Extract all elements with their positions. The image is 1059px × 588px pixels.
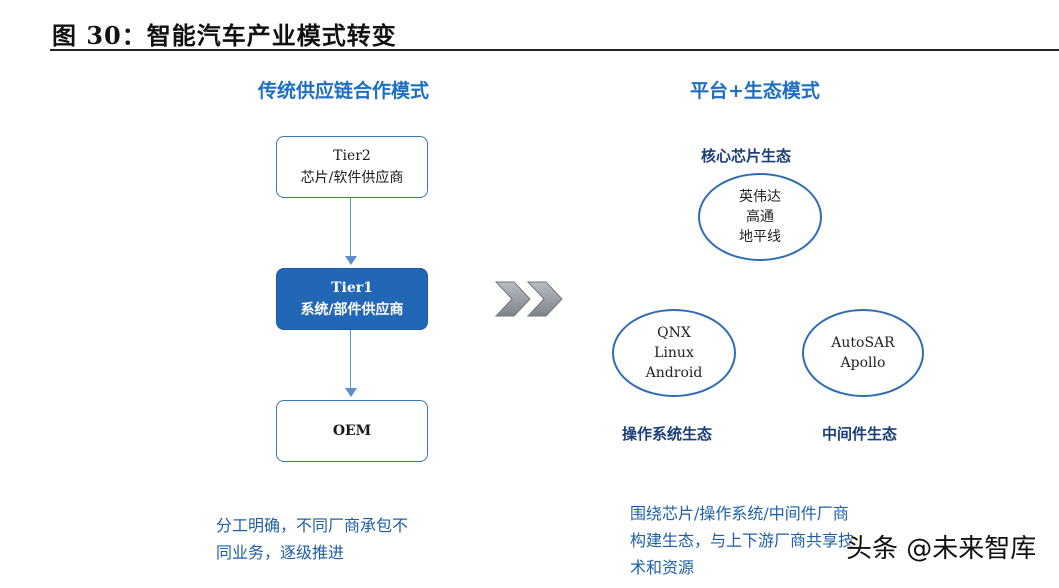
transition-chevrons-icon [494, 281, 563, 317]
platform-note-line: 构建生态，与上下游厂商共享技 [630, 531, 855, 550]
tier2-desc: 芯片/软件供应商 [300, 170, 404, 186]
traditional-model-note: 分工明确，不同厂商承包不 同业务，逐级推进 [216, 512, 408, 566]
os-ecosystem-label: 操作系统生态 [622, 425, 713, 443]
watermark-name: 未来智库 [932, 534, 1037, 564]
watermark: 头条 @未来智库 [846, 528, 1036, 565]
platform-note-line: 术和资源 [630, 558, 695, 577]
chip-vendor: 英伟达 [739, 189, 781, 205]
middleware-ecosystem-label: 中间件生态 [822, 425, 898, 443]
os-vendor: QNX [657, 325, 691, 341]
chip-vendor: 高通 [746, 209, 774, 225]
tier2-box: Tier2 芯片/软件供应商 [276, 136, 428, 198]
arrow-down-icon [345, 388, 357, 397]
tier1-desc: 系统/部件供应商 [300, 302, 404, 318]
middleware-ecosystem-ellipse: AutoSAR Apollo [802, 309, 924, 397]
tier1-name: Tier1 [331, 280, 373, 296]
tier2-name: Tier2 [333, 148, 371, 164]
tier1-box: Tier1 系统/部件供应商 [276, 268, 428, 330]
chip-vendor: 地平线 [739, 229, 781, 245]
connector-tier1-oem [350, 330, 351, 388]
os-vendor: Linux [654, 345, 694, 361]
platform-note-line: 围绕芯片/操作系统/中间件厂商 [630, 504, 849, 523]
chip-ecosystem-label: 核心芯片生态 [701, 147, 792, 165]
chip-ecosystem-ellipse: 英伟达 高通 地平线 [698, 173, 822, 261]
chevron-right-icon [526, 281, 563, 317]
traditional-note-line: 分工明确，不同厂商承包不 [216, 516, 409, 535]
title-divider [50, 49, 1059, 51]
traditional-model-title: 传统供应链合作模式 [258, 80, 430, 102]
figure-title: 图 30：智能汽车产业模式转变 [52, 21, 397, 50]
os-vendor: Android [645, 365, 703, 381]
watermark-prefix: 头条 @ [846, 534, 933, 564]
chevron-right-icon [494, 281, 531, 317]
platform-model-note: 围绕芯片/操作系统/中间件厂商 构建生态，与上下游厂商共享技 术和资源 [630, 500, 854, 581]
connector-tier2-tier1 [350, 198, 351, 256]
traditional-note-line: 同业务，逐级推进 [216, 543, 345, 562]
arrow-down-icon [345, 256, 357, 265]
platform-model-title: 平台+生态模式 [690, 80, 820, 102]
oem-name: OEM [332, 423, 372, 439]
middleware-vendor: Apollo [840, 355, 886, 371]
oem-box: OEM [276, 400, 428, 462]
middleware-vendor: AutoSAR [831, 335, 895, 351]
os-ecosystem-ellipse: QNX Linux Android [612, 309, 736, 397]
